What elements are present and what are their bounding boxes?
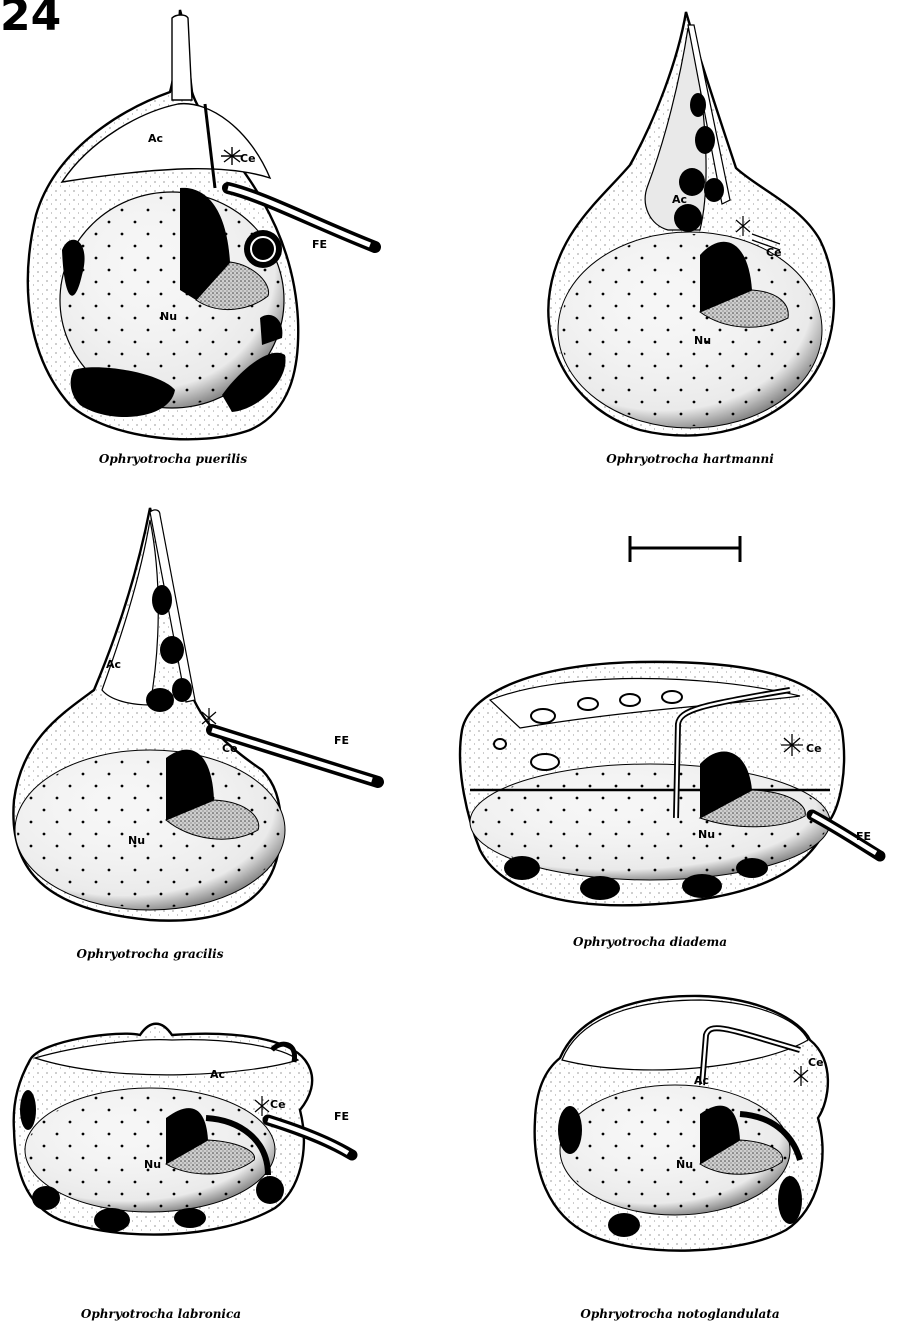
mitochondrion [152,585,172,615]
label-nu: Nu [694,334,711,347]
label-nu: Nu [698,828,715,841]
label-ce: Ce [222,742,238,755]
mitochondrion [244,230,282,268]
label-fe: FE [334,734,349,747]
label-ce: Ce [808,1056,824,1069]
mitochondrion [504,856,540,880]
dense-granule [674,204,702,232]
vesicle [531,754,559,770]
mitochondrion [608,1213,640,1237]
mitochondrion [704,178,724,202]
mitochondrion [32,1186,60,1210]
nucleus-shading [558,232,822,428]
vesicle [494,739,506,749]
label-ac: Ac [672,193,687,206]
caption-diadema: Ophryotrocha diadema [573,935,727,949]
label-ce: Ce [240,152,256,165]
mitochondrion [679,168,705,196]
label-ac: Ac [148,132,163,145]
vesicle [578,698,598,710]
label-ac: Ac [210,1068,225,1081]
panel-notoglandulata: Ac Ce Nu [535,996,828,1251]
mitochondrion [695,126,715,154]
mitochondrion [778,1176,802,1224]
mitochondrion [174,1208,206,1228]
acrosome [102,520,158,705]
label-nu: Nu [144,1158,161,1171]
panel-puerilis: Ac Ce FE Nu [28,10,375,439]
scale-bar [630,536,740,562]
panel-labronica: Ac Ce FE Nu [14,1024,352,1235]
label-fe: FE [856,830,871,843]
mitochondrion [94,1208,130,1232]
mitochondrion [172,678,192,702]
caption-puerilis: Ophryotrocha puerilis [99,452,247,466]
label-fe: FE [312,238,327,251]
mitochondrion [160,636,184,664]
vesicle [620,694,640,706]
mitochondrion [690,93,706,117]
label-ac: Ac [694,1074,709,1087]
mitochondrion [682,874,722,898]
acrosome-tube [172,15,192,100]
mitochondrion [736,858,768,878]
label-fe: FE [334,1110,349,1123]
vesicle [531,709,555,723]
label-ce: Ce [270,1098,286,1111]
vesicle [662,691,682,703]
caption-labronica: Ophryotrocha labronica [81,1307,241,1321]
label-nu: Nu [128,834,145,847]
panel-diadema: Ce FE Nu [460,662,880,905]
label-nu: Nu [160,310,177,323]
label-nu: Nu [676,1158,693,1171]
caption-notoglandulata: Ophryotrocha notoglandulata [580,1307,779,1321]
panel-hartmanni: Ac Ce Nu [548,12,834,436]
mitochondrion [256,1176,284,1204]
label-ce: Ce [806,742,822,755]
mitochondrion [20,1090,36,1130]
dense-granule [146,688,174,712]
label-ac: Ac [106,658,121,671]
mitochondrion [580,876,620,900]
mitochondrion [558,1106,582,1154]
label-ce: Ce [766,246,782,259]
panel-gracilis: Ac Ce FE Nu [13,508,378,921]
caption-gracilis: Ophryotrocha gracilis [77,947,224,961]
caption-hartmanni: Ophryotrocha hartmanni [606,452,774,466]
